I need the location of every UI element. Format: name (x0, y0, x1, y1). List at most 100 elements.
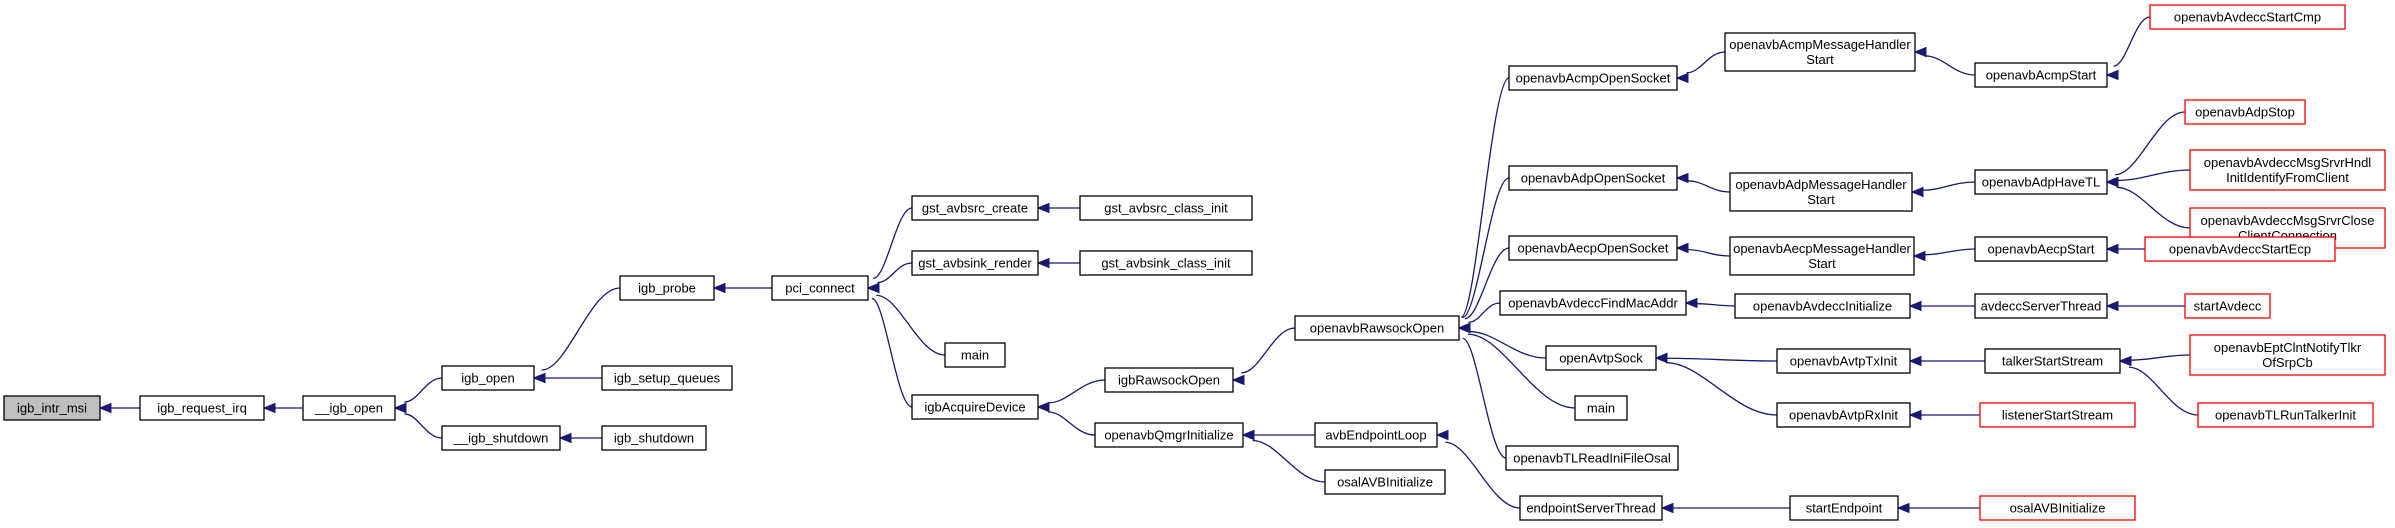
node-openavbacmpstart[interactable]: openavbAcmpStart (1974, 62, 2108, 88)
edge-n4-to-n2 (393, 402, 443, 439)
node-box (2184, 293, 2271, 319)
node-label: igb_probe (638, 281, 696, 296)
node-openavtpsock[interactable]: openAvtpSock (1545, 345, 1657, 371)
node-openavbavdeccinitialize[interactable]: openavbAvdeccInitialize (1734, 293, 1911, 319)
node-box (1974, 62, 2108, 88)
node-openavbavdeccstartecp[interactable]: openavbAvdeccStartEcp (2144, 236, 2336, 262)
node-openavbadphavetl[interactable]: openavbAdpHaveTL (1974, 169, 2108, 195)
edge-line (1241, 327, 1296, 374)
edge-n30-to-n22 (1675, 242, 1731, 257)
node-avdeccserverthread[interactable]: avdeccServerThread (1974, 293, 2108, 319)
node-box (2197, 402, 2374, 428)
node-main[interactable]: main (1574, 395, 1628, 421)
node-listenerstartstream[interactable]: listenerStartStream (1979, 402, 2136, 428)
node-gst-avbsrc-class-init[interactable]: gst_avbsrc_class_init (1079, 195, 1253, 221)
call-edges (98, 16, 2199, 514)
node-osalavbinitialize[interactable]: osalAVBInitialize (1979, 495, 2136, 521)
node-osalavbinitialize[interactable]: osalAVBInitialize (1324, 469, 1446, 495)
edge-line (1922, 181, 1976, 191)
node-openavbadpstop[interactable]: openavbAdpStop (2184, 99, 2306, 125)
node-label: startAvdecc (2194, 299, 2262, 314)
node-openavbrawsockopen[interactable]: openavbRawsockOpen (1294, 315, 1460, 341)
arrowhead (1660, 502, 1674, 514)
node-igb-shutdown[interactable]: igb_shutdown (601, 425, 707, 451)
node-label: openavbAecpOpenSocket (1517, 241, 1668, 256)
node-openavbavdeccfindmacaddr[interactable]: openavbAvdeccFindMacAddr (1499, 290, 1687, 316)
edge-n14-to-n10 (1036, 257, 1080, 269)
node-startendpoint[interactable]: startEndpoint (1789, 495, 1899, 521)
arrowhead (1896, 502, 1910, 514)
edge-n38-to-n31 (1908, 300, 1975, 312)
node-label: igb_intr_msi (17, 401, 87, 416)
node-openavbaecpopensocket[interactable]: openavbAecpOpenSocket (1508, 235, 1678, 261)
edge-line (1925, 55, 1976, 76)
arrowhead (532, 372, 546, 384)
node-openavbavdeccstartcmp[interactable]: openavbAvdeccStartCmp (2149, 4, 2346, 30)
arrowhead (1675, 242, 1689, 254)
node-openavbavdeccmsgsrvrhndl-initidentifyfromclient[interactable]: openavbAvdeccMsgSrvrHndlInitIdentifyFrom… (2189, 149, 2386, 191)
edge-line (2116, 186, 2191, 229)
node-igb-open[interactable]: igb_open (441, 365, 535, 391)
node-box (1734, 293, 1911, 319)
edge-line (1048, 379, 1106, 404)
node-main[interactable]: main (944, 342, 1006, 368)
node-igb-intr-msi[interactable]: igb_intr_msi (3, 395, 101, 421)
edge-line (404, 413, 443, 439)
node-igbrawsockopen[interactable]: igbRawsockOpen (1104, 367, 1234, 393)
node-box (2184, 99, 2306, 125)
node-avbendpointloop[interactable]: avbEndpointLoop (1314, 422, 1438, 448)
node-label: Start (1807, 192, 1835, 207)
arrowhead (1435, 429, 1449, 441)
node-label: endpointServerThread (1526, 501, 1655, 516)
node-box (139, 395, 265, 421)
arrowhead (1036, 202, 1050, 214)
node-openavbtlreadinifileosal[interactable]: openavbTLReadIniFileOsal (1505, 445, 1679, 471)
node-openavbtlruntalkerinit[interactable]: openavbTLRunTalkerInit (2197, 402, 2374, 428)
node-openavbacmpopensocket[interactable]: openavbAcmpOpenSocket (1508, 65, 1678, 91)
node-startavdecc[interactable]: startAvdecc (2184, 293, 2271, 319)
node-talkerstartstream[interactable]: talkerStartStream (1984, 348, 2121, 374)
edge-n41-to-n34 (1896, 502, 1980, 514)
node-gst-avbsrc-create[interactable]: gst_avbsrc_create (911, 195, 1039, 221)
node-box (1979, 495, 2136, 521)
node-openavbavtptxinit[interactable]: openavbAvtpTxInit (1776, 348, 1911, 374)
node-label: openavbAcmpOpenSocket (1516, 71, 1671, 86)
node-label: __igb_shutdown (453, 431, 549, 446)
edge-n8-to-n5 (712, 282, 772, 294)
edge-line (541, 287, 621, 371)
node-openavbqmgrinitialize[interactable]: openavbQmgrInitialize (1094, 422, 1244, 448)
node-igb-open[interactable]: __igb_open (302, 395, 396, 421)
node-openavbaecpstart[interactable]: openavbAecpStart (1974, 236, 2108, 262)
node-box (1094, 422, 1244, 448)
node-box (1776, 348, 1911, 374)
edge-n46-to-n37 (2105, 243, 2145, 255)
node-label: igbRawsockOpen (1118, 373, 1220, 388)
node-box (1508, 235, 1678, 261)
node-igbacquiredevice[interactable]: igbAcquireDevice (911, 394, 1039, 420)
node-pci-connect[interactable]: pci_connect (771, 275, 869, 301)
node-box (2149, 4, 2346, 30)
node-box (1574, 395, 1628, 421)
node-igb-shutdown[interactable]: __igb_shutdown (441, 425, 561, 451)
node-label: avbEndpointLoop (1325, 428, 1426, 443)
node-label: Start (1806, 52, 1834, 67)
node-igb-request-irq[interactable]: igb_request_irq (139, 395, 265, 421)
node-box (1294, 315, 1460, 341)
node-label: igb_request_irq (157, 401, 247, 416)
edge-n13-to-n9 (1036, 202, 1081, 214)
node-openavbavtprxinit[interactable]: openavbAvtpRxInit (1776, 402, 1911, 428)
node-igb-probe[interactable]: igb_probe (619, 275, 715, 301)
node-endpointserverthread[interactable]: endpointServerThread (1519, 495, 1663, 521)
node-openavbadpopensocket[interactable]: openavbAdpOpenSocket (1508, 165, 1678, 191)
edge-n19-to-n16 (1241, 429, 1326, 483)
node-label: OfSrpCb (2262, 355, 2313, 370)
node-igb-setup-queues[interactable]: igb_setup_queues (601, 365, 733, 391)
edge-n34-to-n27 (1660, 502, 1790, 514)
node-gst-avbsink-class-init[interactable]: gst_avbsink_class_init (1079, 250, 1253, 276)
node-gst-avbsink-render[interactable]: gst_avbsink_render (911, 250, 1039, 276)
edge-line (1252, 439, 1326, 483)
